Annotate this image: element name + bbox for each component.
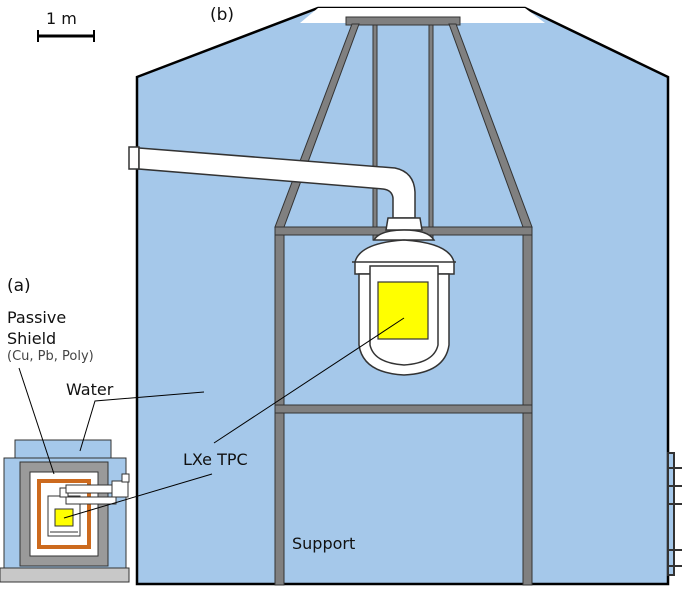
support-label: Support (292, 534, 356, 553)
wall-pipe-stubs (667, 452, 682, 576)
lxe-tpc-label: LXe TPC (183, 450, 248, 469)
panel-a-tag: (a) (7, 276, 31, 296)
passive-shield-label-line2: Shield (7, 329, 57, 348)
passive-shield-label-line1: Passive (7, 308, 67, 327)
cryostat (352, 217, 456, 376)
panel-b-tag: (b) (210, 5, 235, 25)
passive-shield-materials: (Cu, Pb, Poly) (7, 349, 94, 364)
small-shield-setup (0, 439, 130, 583)
water-label: Water (66, 380, 114, 399)
leader-lines (18, 317, 405, 519)
scale-bar-label: 1 m (46, 9, 77, 28)
scale-bar (37, 30, 95, 42)
